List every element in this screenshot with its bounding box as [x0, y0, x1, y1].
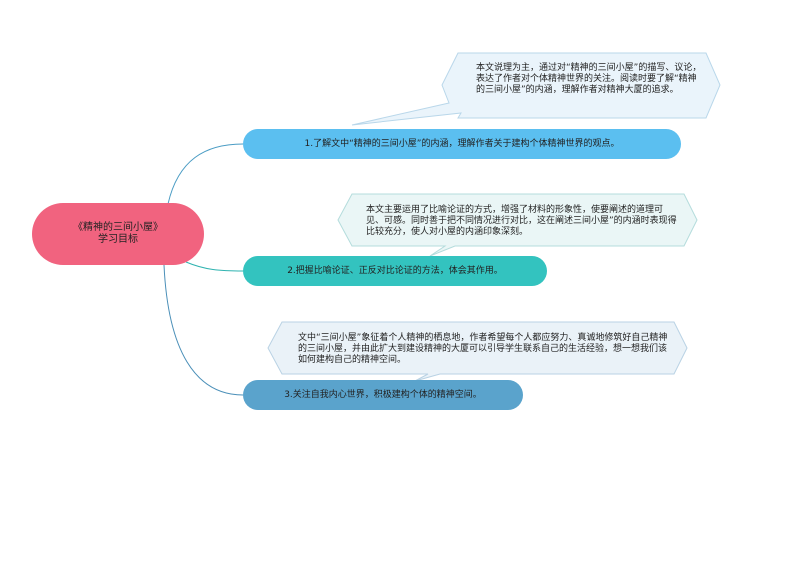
callout-text-1: 本文说理为主，通过对“精神的三间小屋”的描写、议论，表达了作者对个体精神世界的关…: [476, 63, 702, 95]
connector-branch-3: [163, 264, 244, 396]
branch-node-3[interactable]: 3.关注自我内心世界，积极建构个体的精神空间。: [243, 380, 523, 410]
root-title: 《精神的三间小屋》: [73, 222, 163, 233]
branch-node-2[interactable]: 2.把握比喻论证、正反对比论证的方法，体会其作用。: [243, 256, 547, 286]
connector-branch-1: [167, 143, 244, 205]
callout-text-3: 文中“三间小屋”象征着个人精神的栖息地，作者希望每个人都应努力、真诚地修筑好自己…: [298, 333, 668, 365]
root-node[interactable]: 《精神的三间小屋》 学习目标: [32, 203, 204, 265]
callout-shape-1: [351, 52, 721, 126]
branch-label-1: 1.了解文中“精神的三间小屋”的内涵，理解作者关于建构个体精神世界的观点。: [304, 138, 620, 149]
branch-node-1[interactable]: 1.了解文中“精神的三间小屋”的内涵，理解作者关于建构个体精神世界的观点。: [243, 129, 681, 159]
callout-shape-2: [337, 193, 698, 257]
branch-label-3: 3.关注自我内心世界，积极建构个体的精神空间。: [284, 389, 482, 400]
callout-shape-3: [267, 321, 688, 382]
callout-text-2: 本文主要运用了比喻论证的方式，增强了材料的形象性，使要阐述的道理可见、可感。同时…: [366, 205, 677, 237]
root-subtitle: 学习目标: [98, 234, 138, 245]
connector-branch-2: [185, 261, 244, 272]
branch-label-2: 2.把握比喻论证、正反对比论证的方法，体会其作用。: [287, 265, 503, 276]
